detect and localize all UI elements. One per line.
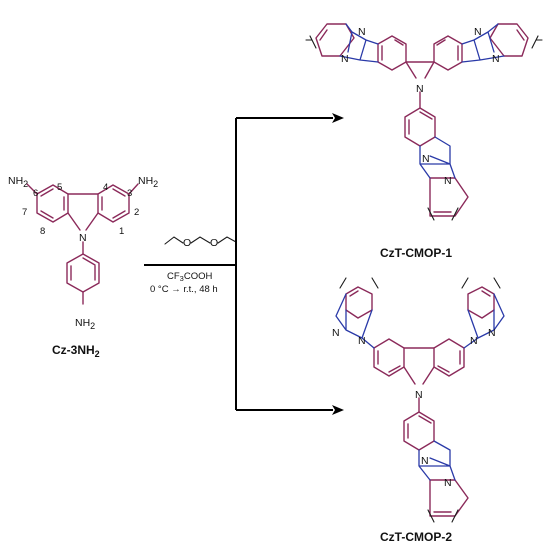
position-number: 1 bbox=[119, 226, 124, 237]
carbazole-nitrogen: N bbox=[79, 232, 87, 244]
troger-nitrogen: N bbox=[332, 327, 340, 339]
bottom-amine-label: NH2 bbox=[75, 317, 95, 331]
position-number: 2 bbox=[134, 207, 139, 218]
reagent-oxygen: O bbox=[183, 237, 191, 249]
reaction-conditions: O O CF3COOH 0 °C → r.t., 48 h bbox=[144, 236, 237, 295]
troger-nitrogen: N bbox=[488, 327, 496, 339]
position-number: 8 bbox=[40, 226, 45, 237]
position-number: 5 bbox=[57, 182, 62, 193]
product-1-label: CzT-CMOP-1 bbox=[380, 246, 452, 260]
troger-nitrogen: N bbox=[444, 477, 452, 489]
reactant-molecule: N NH2 NH2 NH2 6 5 4 3 7 2 8 1 Cz-3NH2 bbox=[8, 175, 158, 359]
left-amine-label: NH2 bbox=[8, 175, 28, 189]
reagent-oxygen: O bbox=[210, 237, 218, 249]
troger-nitrogen: N bbox=[492, 53, 500, 65]
troger-nitrogen: N bbox=[474, 26, 482, 38]
branch-arrows bbox=[235, 113, 344, 415]
position-number: 4 bbox=[103, 182, 108, 193]
troger-nitrogen: N bbox=[444, 175, 452, 187]
troger-nitrogen: N bbox=[358, 335, 366, 347]
product-1-nitrogen: N bbox=[416, 83, 424, 95]
temperature-time-label: 0 °C → r.t., 48 h bbox=[150, 284, 218, 295]
position-number: 7 bbox=[22, 207, 27, 218]
product-1-structure: N N N N N N N CzT-CMOP-1 bbox=[305, 23, 543, 260]
position-number: 3 bbox=[127, 188, 132, 199]
position-number: 6 bbox=[33, 188, 38, 199]
right-amine-label: NH2 bbox=[138, 175, 158, 189]
troger-nitrogen: N bbox=[358, 26, 366, 38]
troger-nitrogen: N bbox=[422, 153, 430, 165]
product-2-nitrogen: N bbox=[415, 389, 423, 401]
reactant-label: Cz-3NH2 bbox=[52, 343, 100, 359]
product-2-label: CzT-CMOP-2 bbox=[380, 530, 452, 544]
product-2-structure: N N N N N N N CzT-CMOP-2 bbox=[332, 277, 505, 544]
troger-nitrogen: N bbox=[341, 53, 349, 65]
troger-nitrogen: N bbox=[421, 455, 429, 467]
troger-nitrogen: N bbox=[470, 335, 478, 347]
acid-label: CF3COOH bbox=[167, 271, 212, 283]
